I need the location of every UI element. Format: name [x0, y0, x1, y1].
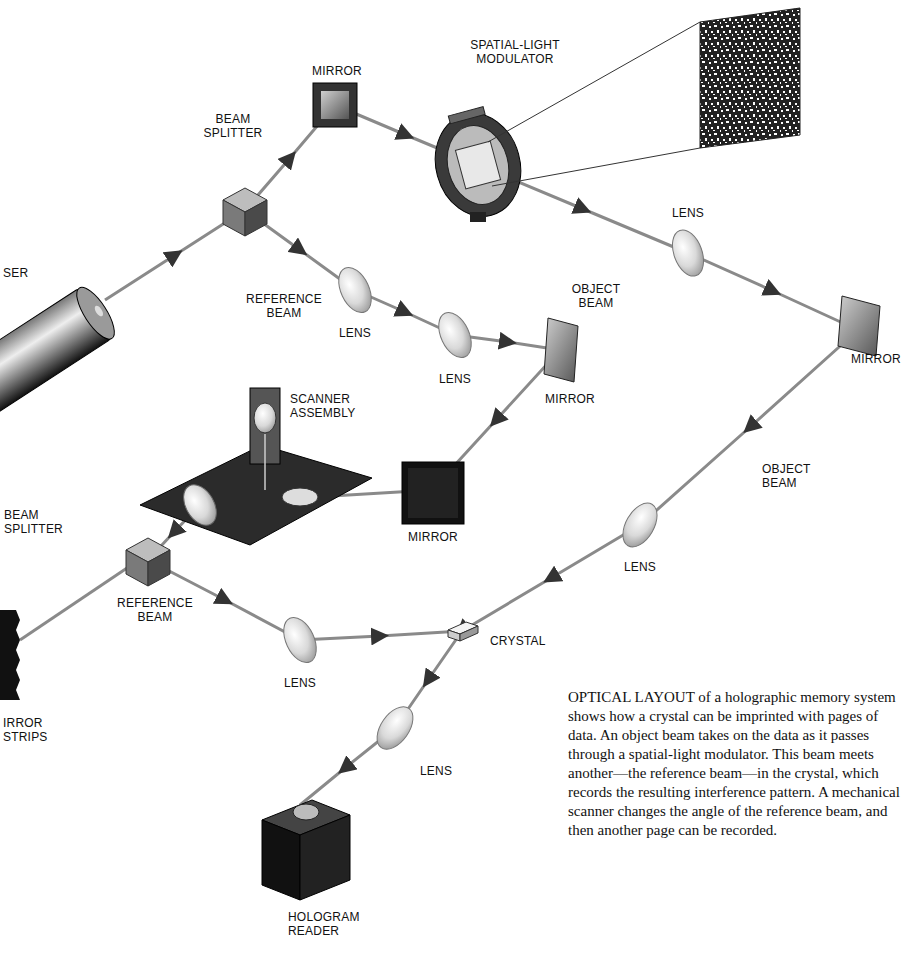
laser [0, 282, 121, 420]
illustration-part [432, 307, 478, 362]
illustration-part [245, 210, 560, 350]
illustration-part [70, 282, 121, 344]
beam-splitter [126, 538, 170, 586]
part-label: OBJECT BEAM [762, 462, 834, 490]
illustration-part [332, 262, 378, 317]
part-label: SCANNER ASSEMBLY [290, 392, 390, 420]
part-label: REFERENCE BEAM [108, 596, 202, 624]
illustration-part [402, 462, 464, 524]
illustration-part [460, 626, 478, 641]
illustration-part [424, 104, 532, 226]
part-label: LENS [615, 560, 665, 574]
mirror [313, 83, 357, 127]
spatial-light-modulator [424, 8, 800, 226]
illustration-part [478, 165, 858, 330]
mirror [544, 318, 578, 382]
illustration-part [455, 141, 500, 189]
mirror [838, 296, 880, 356]
part-label: MIRROR [851, 352, 907, 366]
illustration-part [313, 83, 357, 127]
illustration-part [700, 8, 800, 148]
illustration-part [177, 479, 223, 531]
illustration-part [448, 107, 485, 124]
part-label: SPATIAL-LIGHT MODULATOR [450, 38, 580, 66]
mirror-strips [0, 610, 20, 700]
illustration-part [20, 566, 130, 640]
illustration-part [408, 468, 458, 518]
part-label: LENS [430, 372, 480, 386]
illustration-part [321, 91, 349, 119]
illustration-part [277, 612, 323, 667]
illustration-part [0, 288, 112, 420]
part-label: LENS [663, 206, 713, 220]
mirror [402, 462, 464, 524]
part-label: IRROR STRIPS [3, 716, 63, 744]
illustration-part [667, 226, 710, 281]
part-label: SER [3, 266, 43, 280]
illustration-part [300, 815, 350, 900]
illustration-part [93, 304, 105, 317]
part-label: MIRROR [305, 64, 369, 78]
hologram-reader [262, 800, 350, 900]
illustration-part [838, 296, 880, 356]
part-label: MIRROR [540, 392, 600, 406]
illustration-part [0, 610, 20, 700]
part-label: BEAM SPLITTER [193, 112, 273, 140]
part-label: LENS [330, 326, 380, 340]
beam-splitter [223, 188, 267, 236]
illustration-part [254, 403, 276, 433]
part-label: OBJECT BEAM [560, 282, 632, 310]
illustration-part [264, 434, 266, 490]
part-label: LENS [420, 764, 470, 778]
part-label: MIRROR [398, 530, 468, 544]
illustration-part [282, 488, 318, 506]
illustration-part [126, 550, 148, 586]
crystal [448, 622, 478, 641]
part-label: BEAM SPLITTER [4, 508, 84, 536]
illustration-part [544, 318, 578, 382]
part-label: REFERENCE BEAM [238, 292, 330, 320]
figure-caption: OPTICAL LAYOUT of a holographic memory s… [568, 688, 904, 840]
illustration-part [245, 200, 267, 236]
illustration-part [262, 820, 300, 900]
illustration-part [148, 550, 170, 586]
illustration-part [223, 200, 245, 236]
illustration-part [470, 212, 486, 222]
illustration-part [448, 630, 460, 641]
illustration-part [370, 700, 420, 755]
illustration-part [492, 148, 700, 186]
part-label: LENS [275, 676, 325, 690]
part-label: CRYSTAL [490, 634, 560, 648]
part-label: HOLOGRAM READER [288, 910, 408, 938]
illustration-part [616, 497, 664, 553]
illustration-part [293, 804, 319, 820]
